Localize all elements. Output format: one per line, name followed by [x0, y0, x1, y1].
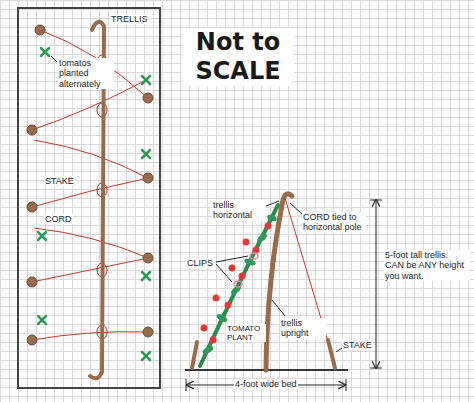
tomato-marks — [38, 48, 150, 360]
callout-label: trellis upright — [280, 318, 326, 339]
callout-label: CORD — [44, 214, 73, 224]
callout-label: STAKE — [44, 176, 75, 186]
callout-label: STAKE — [342, 340, 373, 350]
callout-label: 5-foot tall trellis. CAN be ANY height y… — [384, 250, 470, 281]
callout-label: CORD tied to horizontal pole — [302, 212, 366, 233]
callout-label: tomatos planted alternately — [58, 58, 114, 89]
trellis-upright — [266, 194, 292, 370]
callout-label: TRELLIS — [110, 14, 149, 24]
leaves — [201, 213, 277, 355]
callout-label: 4-foot wide bed — [234, 379, 298, 389]
callout-label: trellis horizontal — [212, 200, 266, 221]
callout-label: TOMATO PLANT — [226, 324, 266, 342]
height-dimension — [376, 200, 377, 368]
stake — [192, 342, 197, 368]
title: Not to SCALE — [182, 28, 294, 86]
tomato-vine — [200, 205, 278, 366]
stake — [328, 340, 335, 368]
stakes — [27, 25, 153, 345]
callout-label: CLIPS — [186, 258, 214, 268]
tomatoes — [201, 211, 272, 344]
bed-outline — [18, 8, 160, 388]
cords — [32, 30, 148, 340]
